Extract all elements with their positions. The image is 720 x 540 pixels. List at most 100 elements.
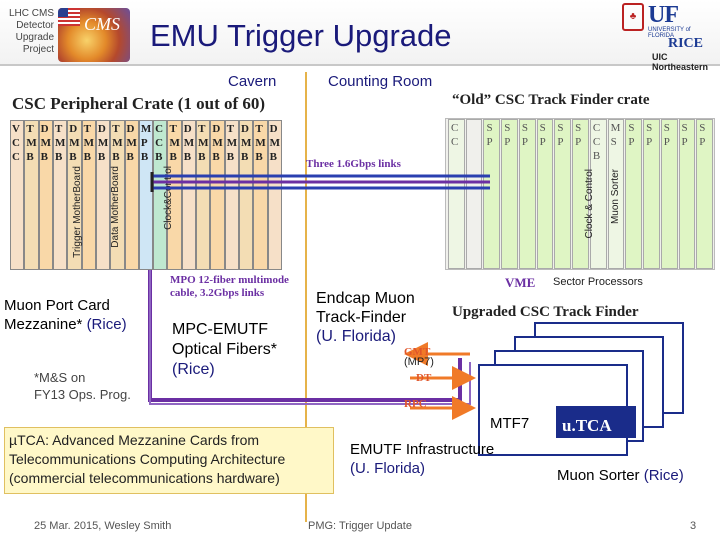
- slot-letter: D: [69, 123, 78, 135]
- slot-letter: M: [183, 137, 195, 149]
- slot-letter: D: [241, 123, 249, 135]
- muon-port-line: Muon Port Card: [4, 297, 110, 314]
- slot-letter: B: [155, 151, 163, 163]
- emutf-line: (U. Florida): [350, 460, 426, 477]
- project-line: Project: [22, 44, 54, 55]
- slot-letter: B: [226, 151, 235, 163]
- old-track-finder-title: “Old” CSC Track Finder crate: [452, 92, 650, 108]
- slot-letter: D: [183, 123, 192, 135]
- mpc-line: (Rice): [172, 361, 215, 378]
- slot-letter: P: [521, 136, 529, 148]
- project-line: Detector: [16, 20, 54, 31]
- slot-letter: M: [255, 137, 266, 149]
- tf-crate-slot: [465, 119, 483, 269]
- project-line: LHC CMS: [8, 8, 54, 19]
- mpc-emutf-fibers-label: MPC-EMUTF Optical Fibers* (Rice): [172, 320, 277, 380]
- slot-letter: M: [610, 122, 621, 134]
- footer-talk-title: PMG: Trigger Update: [308, 520, 412, 532]
- uic-northeastern-logo: UIC Northeastern: [652, 52, 709, 72]
- project-label: LHC CMS Detector Upgrade Project: [2, 8, 54, 56]
- slot-letter: M: [40, 137, 52, 149]
- slot-letter: C: [12, 151, 20, 163]
- slot-letter: M: [212, 137, 223, 149]
- slot-letter: B: [255, 151, 263, 163]
- muon-port-line: Mezzanine* (Rice): [4, 315, 127, 334]
- slot-letter: B: [198, 151, 206, 163]
- mtf7-label: MTF7: [490, 415, 530, 432]
- sector-processors-label: Sector Processors: [553, 276, 643, 288]
- slot-letter: S: [521, 122, 529, 134]
- slot-letter: C: [451, 136, 459, 148]
- slot-letter: M: [83, 137, 94, 149]
- sorter-text: Muon Sorter: [557, 467, 640, 484]
- ms-line: FY13 Ops. Prog.: [34, 387, 131, 402]
- slot-letter: P: [486, 136, 493, 148]
- slot-letter: M: [241, 137, 252, 149]
- counting-room-label: Counting Room: [328, 73, 433, 90]
- muon-port-mezzanine: Mezzanine*: [4, 316, 83, 333]
- us-flag-icon: [58, 8, 80, 26]
- slot-letter: M: [97, 137, 109, 149]
- slot-letter: C: [451, 122, 459, 134]
- slot-letter: C: [12, 137, 20, 149]
- slot-letter: S: [486, 122, 493, 134]
- slot-letter: T: [54, 123, 63, 135]
- upgraded-track-finder-title: Upgraded CSC Track Finder: [452, 304, 639, 320]
- endcap-line: (U. Florida): [316, 328, 397, 345]
- slot-letter: B: [241, 151, 249, 163]
- slot-letter: S: [539, 122, 546, 134]
- slot-letter: P: [539, 136, 546, 148]
- university-seal-icon: ♣: [622, 3, 644, 31]
- slot-letter: M: [69, 137, 80, 149]
- emutf-infrastructure-label: EMUTF Infrastructure (U. Florida): [350, 440, 494, 478]
- mpc-line: MPC-EMUTF: [172, 321, 268, 338]
- mpo-cable-label: MPO 12-fiber multimode cable, 3.2Gbps li…: [170, 274, 310, 300]
- slot-letter: P: [575, 136, 582, 148]
- slot-letter: M: [198, 137, 209, 149]
- slot-letter: B: [112, 151, 120, 163]
- slot-letter: B: [212, 151, 220, 163]
- mtf7-card-stack: [478, 322, 718, 472]
- emutf-line: EMUTF Infrastructure: [350, 441, 495, 458]
- endcap-track-finder-label: Endcap Muon Track-Finder (U. Florida): [316, 289, 415, 346]
- slot-letter: M: [269, 137, 281, 149]
- slot-letter: B: [269, 151, 278, 163]
- slot-letter: S: [699, 122, 706, 134]
- slot-letter: B: [69, 151, 77, 163]
- slot-letter: T: [26, 123, 34, 135]
- slot-letter: P: [628, 136, 635, 148]
- slot-letter: P: [663, 136, 670, 148]
- slot-letter: S: [646, 122, 653, 134]
- slot-letter: D: [212, 123, 221, 135]
- us-cms-logo: CMS: [58, 8, 130, 62]
- slot-letter: M: [54, 137, 66, 149]
- ms-line: *M&S on: [34, 370, 86, 385]
- slot-letter: C: [592, 122, 601, 134]
- cavern-label: Cavern: [228, 73, 277, 90]
- slot-letter: S: [663, 122, 670, 134]
- slot-letter: B: [83, 151, 91, 163]
